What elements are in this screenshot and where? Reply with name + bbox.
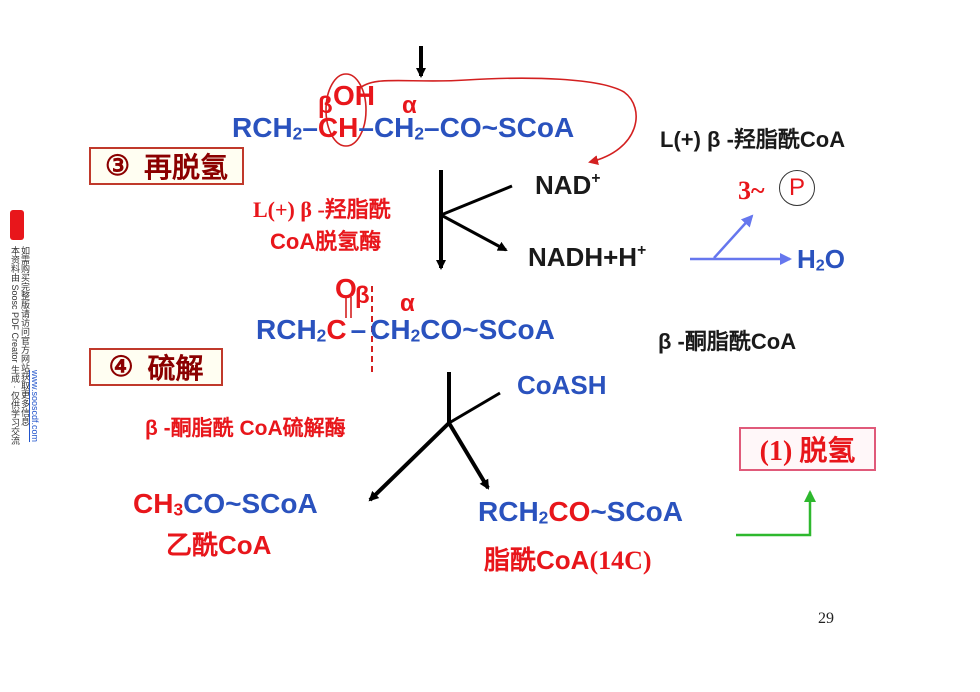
atp-count: 3~ xyxy=(738,176,765,205)
step3-box: ③ 再脱氢 xyxy=(89,147,244,185)
sidebar-line2: 如需购买完整版请访问官方网站获取更多信息 xyxy=(20,246,30,426)
beta-label-1: β xyxy=(318,92,333,119)
sidebar-url[interactable]: www.sooscdf.com xyxy=(30,370,40,443)
water-label: H2O xyxy=(797,244,845,275)
acetyl-coa-formula: CH3CO~SCoA xyxy=(133,488,318,520)
sidebar-line1: 本资料由 Soosc PDF Creator 生成 · 仅供学习交流 xyxy=(10,246,20,446)
enzyme3-line2: CoA脱氢酶 xyxy=(270,229,382,254)
nadh-branch-arrow xyxy=(440,213,508,252)
compound1-formula: RCH2–CH–CH2–CO~SCoA xyxy=(232,112,575,144)
enzyme4-label: β -酮脂酰 CoA硫解酶 xyxy=(145,417,346,440)
coash-label: CoASH xyxy=(517,370,607,400)
sidebar-watermark: 本资料由 Soosc PDF Creator 生成 · 仅供学习交流 如需购买完… xyxy=(8,210,40,490)
compound2-formula: RCH2C–CH2CO~SCoA xyxy=(256,314,555,346)
to-acetyl-arrow xyxy=(368,421,451,502)
alpha-label-1: α xyxy=(402,92,417,119)
red-loop-arrow xyxy=(357,77,637,165)
compound2-name: β -酮脂酰CoA xyxy=(658,329,797,354)
alpha-label-2: α xyxy=(400,290,415,317)
phosphate-circle: P xyxy=(779,170,815,206)
nad-label: NAD+ xyxy=(535,170,601,200)
beta-label-2: β xyxy=(355,282,370,309)
acyl-coa-name: 脂酰CoA(14C) xyxy=(484,545,652,575)
nad-branch-line xyxy=(440,184,513,217)
compound1-name: L(+) β -羟脂酰CoA xyxy=(660,127,846,152)
sidebar-logo xyxy=(10,210,24,240)
step4-box: ④ 硫解 xyxy=(89,348,223,386)
to-acyl-arrow xyxy=(447,421,490,490)
acyl-coa-formula: RCH2CO~SCoA xyxy=(478,496,683,528)
to-atp-arrow xyxy=(713,214,754,259)
enzyme3-line1: L(+) β -羟脂酰 xyxy=(253,197,391,222)
oh-group: OH xyxy=(333,80,375,111)
step4-number: ④ xyxy=(108,352,134,383)
nadh-label: NADH+H+ xyxy=(528,242,647,272)
step3-label: 再脱氢 xyxy=(144,153,229,184)
coash-branch-line xyxy=(448,391,501,425)
page-number: 29 xyxy=(818,610,834,627)
step4-label: 硫解 xyxy=(147,354,204,385)
repeat-dehydrogenation-box: (1) 脱氢 xyxy=(739,427,876,471)
ch-circle xyxy=(325,73,367,147)
ketone-o: O xyxy=(335,273,357,304)
phosphate-label: P xyxy=(788,174,805,201)
acetyl-coa-name: 乙酰CoA xyxy=(166,530,272,560)
step3-number: ③ xyxy=(104,151,131,182)
green-return-arrow xyxy=(736,490,816,537)
